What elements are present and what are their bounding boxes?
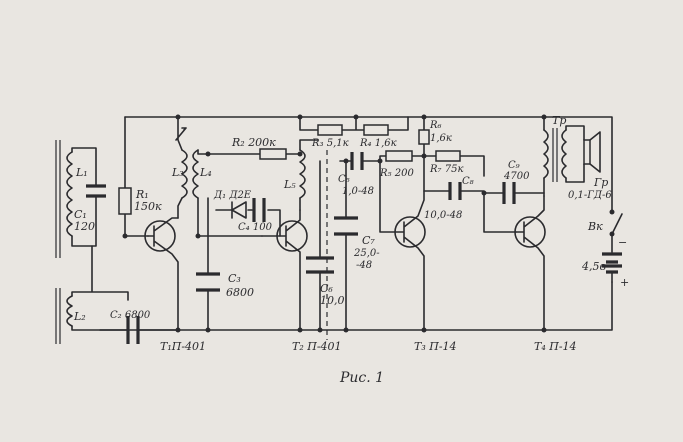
L1-label: L₁ bbox=[75, 166, 88, 179]
resistor-R6 bbox=[418, 129, 430, 145]
Vk-label: Вк bbox=[587, 220, 603, 233]
figure-caption: Рис. 1 bbox=[339, 370, 384, 386]
R4-label: R₄ 1,6к bbox=[359, 138, 397, 149]
C8-sign: C₈ bbox=[462, 176, 474, 187]
L5-label: L₅ bbox=[283, 178, 296, 191]
C6-value: 10,0 bbox=[320, 294, 345, 307]
inductor-L2 bbox=[66, 295, 73, 327]
inductor-L1 bbox=[66, 151, 73, 237]
resistor-R5 bbox=[385, 150, 413, 162]
resistor-R1 bbox=[118, 187, 132, 215]
resistor-R2 bbox=[259, 148, 287, 160]
capacitor-C6 bbox=[306, 256, 334, 274]
T1-label: T₁П-401 bbox=[160, 340, 206, 353]
capacitor-C1 bbox=[86, 184, 106, 198]
C6-label: C₆ bbox=[320, 282, 333, 295]
bottom-rail-wire bbox=[129, 281, 613, 331]
R1-wire bbox=[124, 116, 149, 237]
capacitor-C3 bbox=[196, 272, 220, 292]
R3-label: R₃ 5,1к bbox=[311, 138, 349, 149]
transformer-Tr-primary bbox=[543, 129, 549, 179]
C1-label: C₁ bbox=[74, 208, 87, 221]
battery-minus: − bbox=[618, 236, 627, 249]
switch-Vk-blade bbox=[611, 213, 623, 235]
battery-plus: + bbox=[620, 276, 629, 289]
inductor-L4 bbox=[192, 149, 199, 199]
Gr-value: 0,1-ГД-6 bbox=[568, 190, 612, 201]
inductor-L3 bbox=[181, 149, 188, 199]
C8-label: 10,0-48 bbox=[424, 210, 462, 221]
C9-value: 4700 bbox=[503, 171, 530, 182]
resistor-R4 bbox=[363, 124, 389, 136]
L5-wire bbox=[299, 139, 319, 211]
inductor-L5 bbox=[299, 149, 306, 199]
transformer-Tr-secondary bbox=[561, 129, 567, 179]
R3-R4-wire bbox=[299, 116, 409, 131]
C7-label: C₇ bbox=[362, 234, 375, 247]
speaker-Gr-cone bbox=[589, 131, 601, 173]
T3-leads bbox=[379, 155, 425, 331]
resistor-R7 bbox=[435, 150, 461, 162]
R5-label: R₅ 200 bbox=[379, 168, 414, 179]
R1-label: R₁ bbox=[135, 188, 149, 201]
C3-label: C₃ bbox=[228, 272, 241, 285]
C4-label: C₄ 100 bbox=[238, 222, 273, 233]
T2-leads bbox=[261, 209, 301, 331]
switch-Vk-contact-top bbox=[609, 209, 615, 215]
Tr-label: Тр bbox=[552, 114, 566, 127]
L3-label: L₃ bbox=[171, 166, 184, 179]
junction-dots bbox=[122, 114, 547, 333]
C2-label: C₂ 6800 bbox=[110, 310, 151, 321]
diode-D1 bbox=[231, 201, 247, 219]
T4-leads bbox=[515, 195, 545, 331]
L4-label: L₄ bbox=[199, 166, 212, 179]
capacitor-C7 bbox=[334, 216, 358, 236]
C5-label: C₅ bbox=[338, 174, 350, 185]
L3-wire bbox=[175, 116, 187, 219]
C3-value: 6800 bbox=[226, 286, 254, 299]
R6-label: R₆ bbox=[429, 120, 442, 131]
T4-label: T₄ П-14 bbox=[534, 340, 577, 353]
Gr-label: Гр bbox=[593, 176, 608, 189]
battery-cell bbox=[602, 252, 622, 274]
T2-label: T₂ П-401 bbox=[292, 340, 342, 353]
top-rail-wire bbox=[124, 116, 613, 213]
capacitor-C9 bbox=[502, 182, 516, 204]
input-tank-wire bbox=[71, 147, 97, 247]
transistor-T4 bbox=[514, 216, 546, 248]
speaker-Gr-magnet bbox=[583, 139, 591, 165]
C9-label: C₉ bbox=[508, 160, 520, 171]
R6-value: 1,6к bbox=[430, 133, 452, 144]
R2-label: R₂ 200к bbox=[231, 136, 276, 149]
C8-wire bbox=[423, 190, 517, 233]
C7-value-b: -48 bbox=[356, 260, 372, 271]
D1-label: Д₁ Д2Е bbox=[213, 190, 252, 201]
T3-label: T₃ П-14 bbox=[414, 340, 457, 353]
T1-leads bbox=[147, 217, 179, 331]
R1-value: 150к bbox=[134, 200, 162, 213]
resistor-R3 bbox=[317, 124, 343, 136]
L2-label: L₂ bbox=[73, 310, 86, 323]
C5-value: 1,0-48 bbox=[342, 186, 374, 197]
C1-value: 120 bbox=[74, 220, 95, 233]
C7-value-a: 25,0- bbox=[353, 248, 380, 259]
capacitor-C5 bbox=[350, 152, 364, 170]
capacitor-C8 bbox=[448, 182, 462, 200]
capacitor-C4 bbox=[252, 198, 266, 222]
transistor-T1 bbox=[144, 220, 176, 252]
R7-label: R₇ 75к bbox=[429, 164, 463, 175]
battery-label: 4,5в bbox=[581, 260, 606, 273]
Tr-wire bbox=[543, 116, 585, 197]
